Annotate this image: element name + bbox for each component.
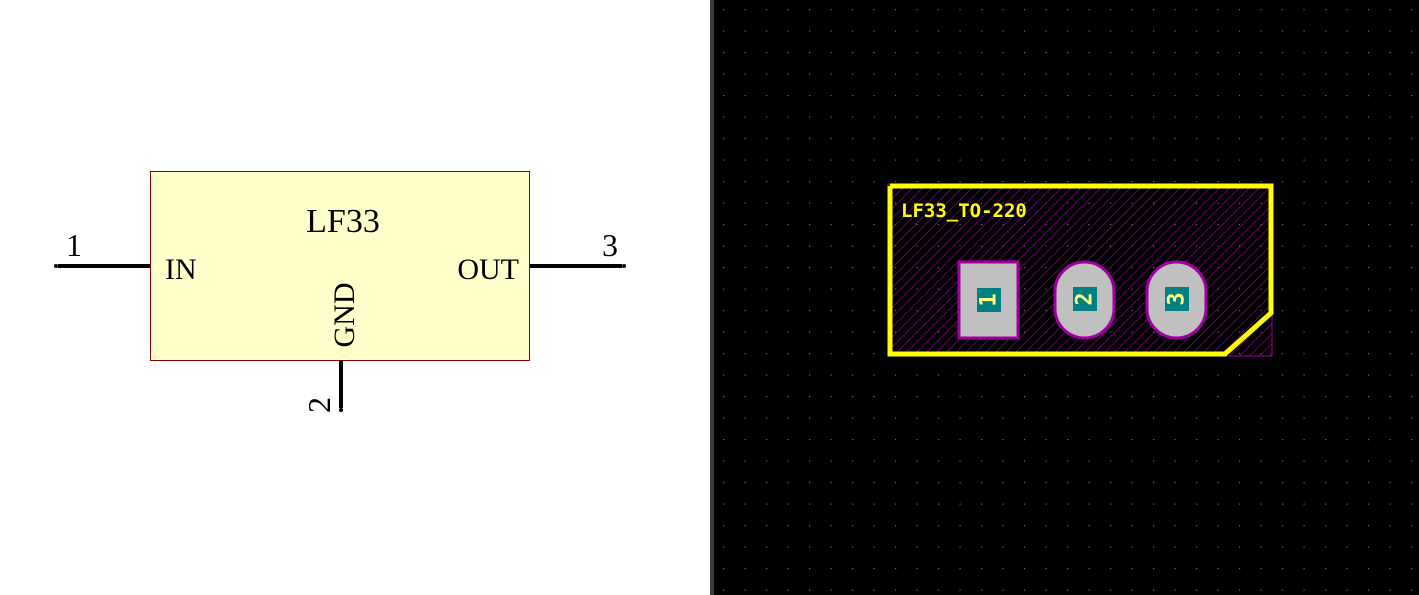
pin-3-endpoint xyxy=(622,264,626,268)
pad-3-number-bg xyxy=(1165,287,1189,311)
pin-3[interactable]: 3 OUT xyxy=(457,227,626,286)
pad-2[interactable]: 2 xyxy=(1053,260,1116,340)
view-divider[interactable] xyxy=(710,0,714,595)
pcb-view: LF33_TO-220 1 2 3 xyxy=(714,0,1419,595)
silkscreen-outline[interactable] xyxy=(887,183,1274,357)
pad-1-number-bg xyxy=(977,288,1001,312)
pad-1[interactable]: 1 xyxy=(957,260,1020,340)
pin-2-number: 2 xyxy=(301,397,337,413)
schematic-canvas: LF33 1 IN 3 OUT 2 GND xyxy=(54,171,626,414)
pad-3-number: 3 xyxy=(1165,292,1190,305)
pcb-canvas: LF33_TO-220 1 2 3 xyxy=(714,0,1419,595)
pin-2-name: GND xyxy=(328,283,361,348)
pad-2-number: 2 xyxy=(1073,292,1098,305)
pin-1-name: IN xyxy=(165,253,197,286)
component-body[interactable] xyxy=(150,171,530,361)
pad-3[interactable]: 3 xyxy=(1145,260,1208,340)
pin-3-number: 3 xyxy=(602,227,618,263)
pin-1[interactable]: 1 IN xyxy=(54,227,197,286)
pin-2-endpoint xyxy=(339,408,343,412)
footprint-name: LF33_TO-220 xyxy=(901,200,1027,222)
pin-1-endpoint xyxy=(54,264,58,268)
component-name: LF33 xyxy=(306,203,380,240)
pin-1-number: 1 xyxy=(66,227,82,263)
pin-2[interactable]: 2 GND xyxy=(301,283,361,414)
pin-3-name: OUT xyxy=(457,253,519,286)
pad-2-number-bg xyxy=(1073,287,1097,311)
schematic-view: LF33 1 IN 3 OUT 2 GND xyxy=(54,171,626,414)
pad-1-number: 1 xyxy=(977,293,1002,306)
